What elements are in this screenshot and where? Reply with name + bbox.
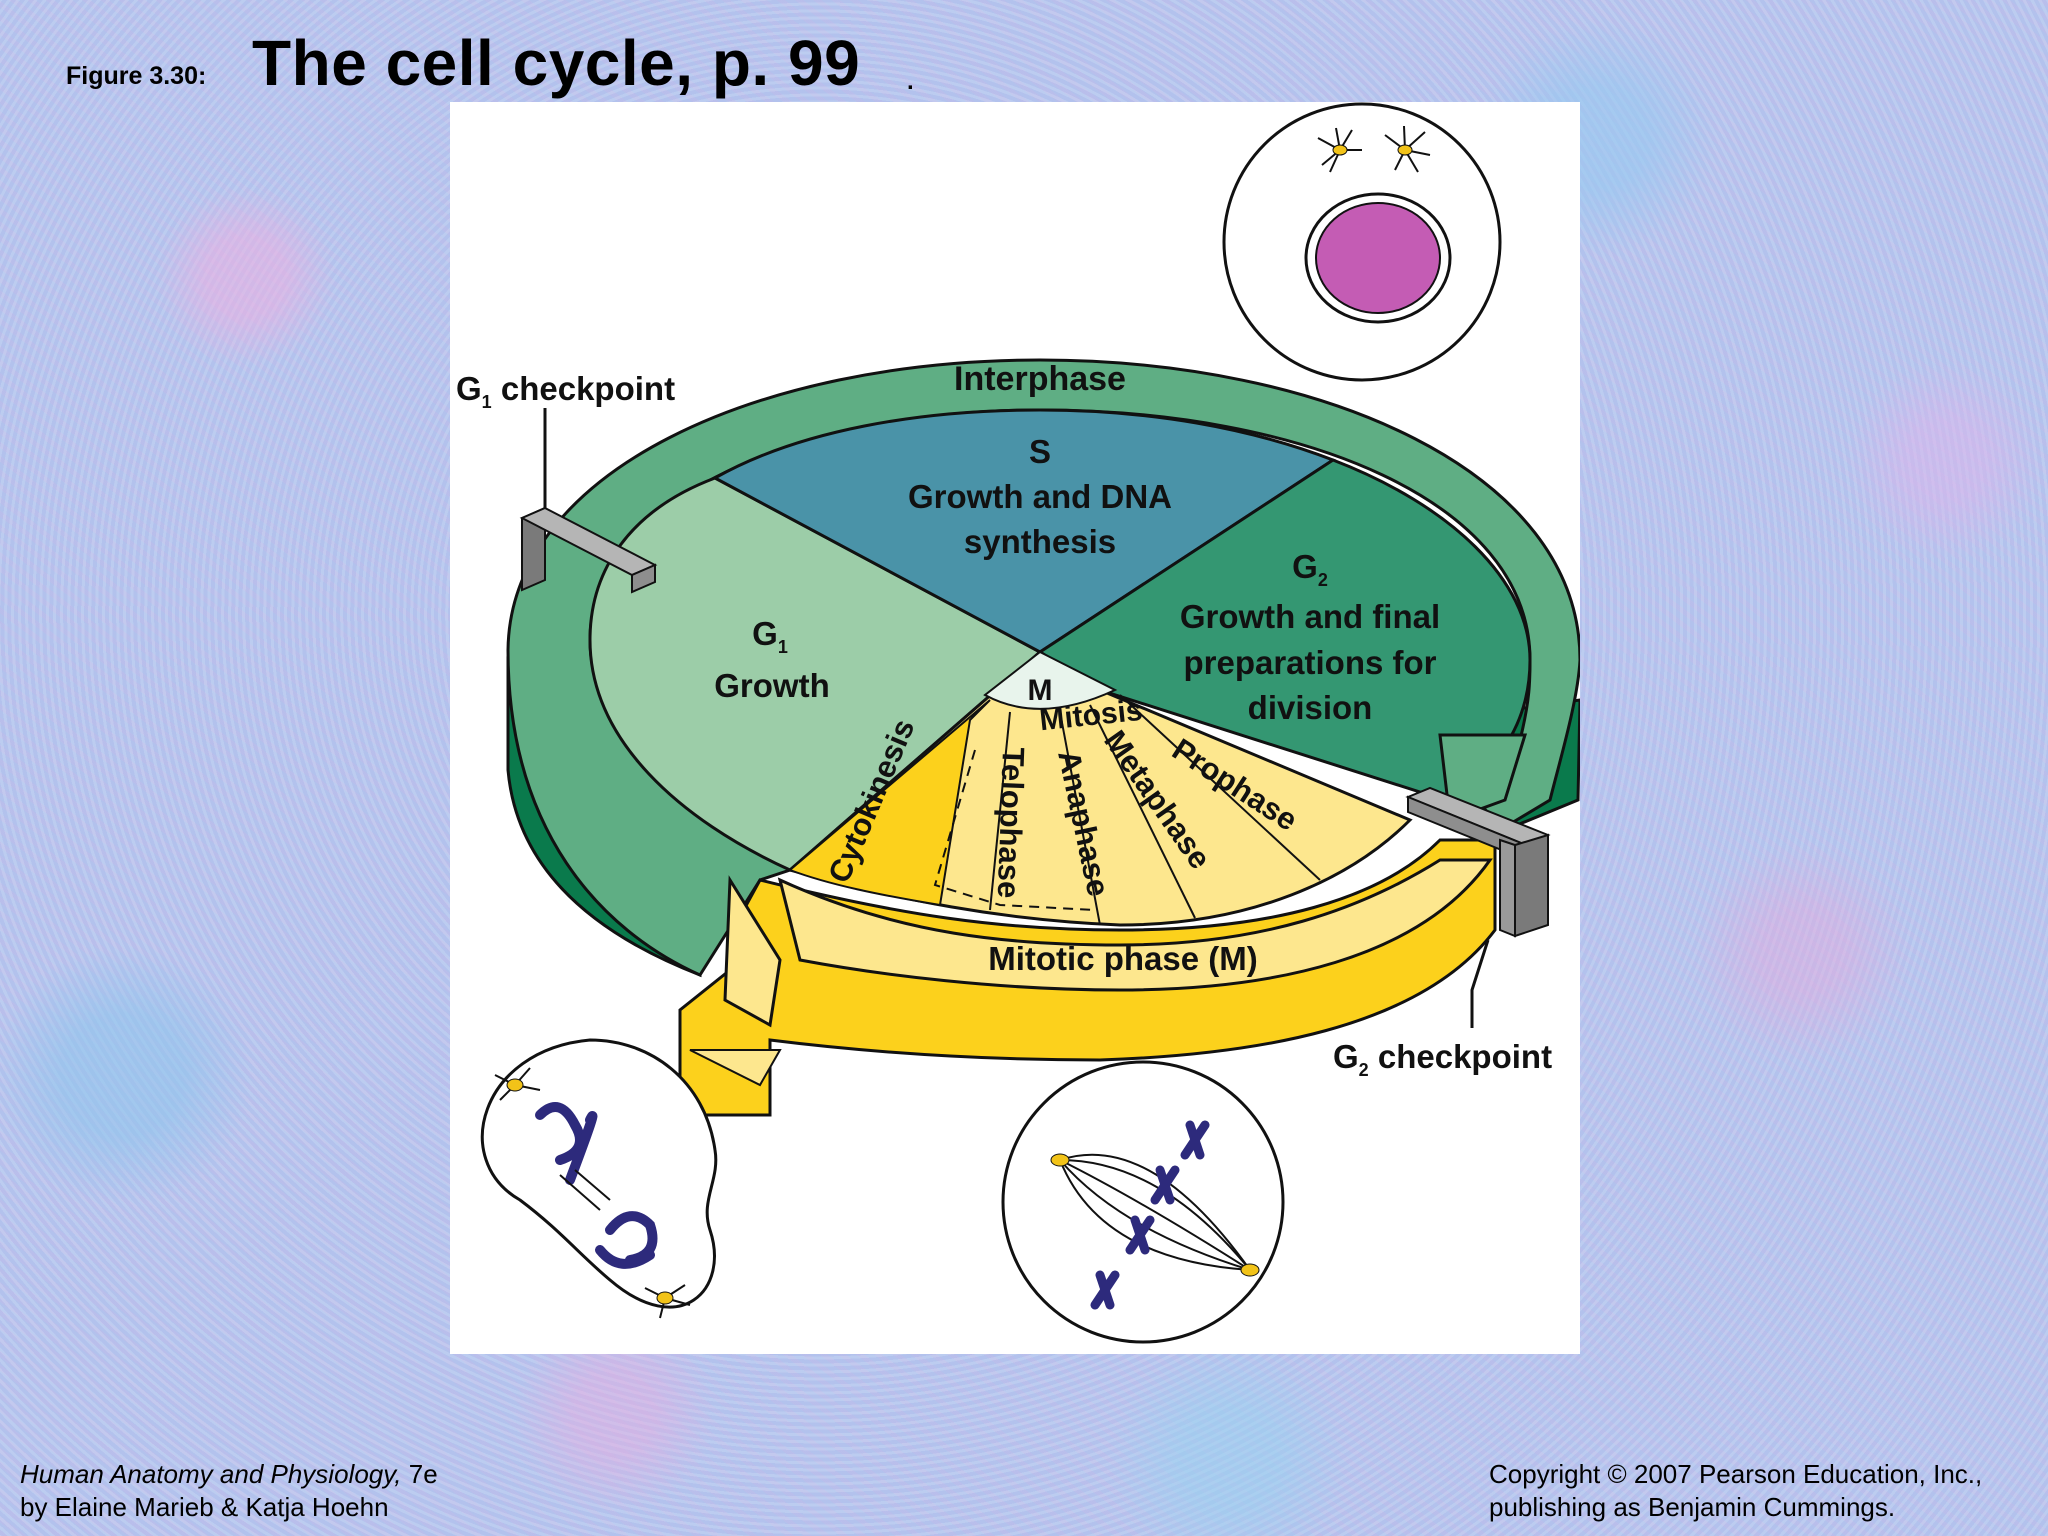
g2-phase-desc-line2: preparations for	[1183, 644, 1436, 681]
book-title: Human Anatomy and Physiology,	[20, 1459, 402, 1489]
g1-phase-label: G1	[752, 615, 788, 657]
g2-checkpoint-label: G2 checkpoint	[1333, 1038, 1552, 1080]
g1-phase-desc: Growth	[714, 667, 829, 704]
cell-cycle-diagram: Interphase S Growth and DNA synthesis G1…	[456, 102, 1580, 1344]
s-sector	[711, 408, 1337, 654]
interphase-label: Interphase	[954, 360, 1126, 398]
figure-number: Figure 3.30:	[66, 62, 207, 90]
copyright-line-2: publishing as Benjamin Cummings.	[1489, 1492, 1896, 1522]
mitotic-arrow	[678, 838, 1497, 1117]
s-phase-desc-line2: synthesis	[964, 523, 1116, 560]
copyright-notice: Copyright © 2007 Pearson Education, Inc.…	[1489, 1458, 1982, 1524]
metaphase-cell-illustration	[1001, 1060, 1285, 1344]
telophase-cell-illustration	[481, 1038, 718, 1319]
g2-phase-desc-line1: Growth and final	[1180, 598, 1440, 635]
book-authors: by Elaine Marieb & Katja Hoehn	[20, 1492, 389, 1522]
slide-title: The cell cycle, p. 99	[252, 27, 861, 99]
g2-phase-desc-line3: division	[1248, 689, 1373, 726]
book-edition: 7e	[401, 1459, 438, 1489]
cell-cycle-figure: Interphase S Growth and DNA synthesis G1…	[450, 102, 1580, 1354]
g2-phase-label: G2	[1292, 548, 1328, 590]
copyright-line-1: Copyright © 2007 Pearson Education, Inc.…	[1489, 1459, 1983, 1489]
mitotic-phase-label: Mitotic phase (M)	[988, 940, 1258, 977]
cycle-pie	[588, 408, 1532, 927]
g2-checkpoint-bar	[1405, 786, 1551, 1028]
interphase-cell-illustration	[1222, 102, 1502, 382]
title-trailing-period: .	[907, 68, 914, 95]
g1-sector	[588, 476, 1043, 872]
telophase-label: Telophase	[991, 747, 1031, 899]
s-phase-desc-line1: Growth and DNA	[908, 478, 1172, 515]
cytokinesis-slice	[788, 699, 991, 907]
interphase-arrowhead	[1438, 733, 1528, 823]
m-center-letter: M	[1028, 674, 1053, 707]
s-phase-letter: S	[1029, 433, 1051, 470]
g1-checkpoint-label: G1 checkpoint	[456, 370, 675, 412]
book-credit: Human Anatomy and Physiology, 7e by Elai…	[20, 1458, 438, 1524]
g1-checkpoint-bar	[519, 408, 658, 594]
